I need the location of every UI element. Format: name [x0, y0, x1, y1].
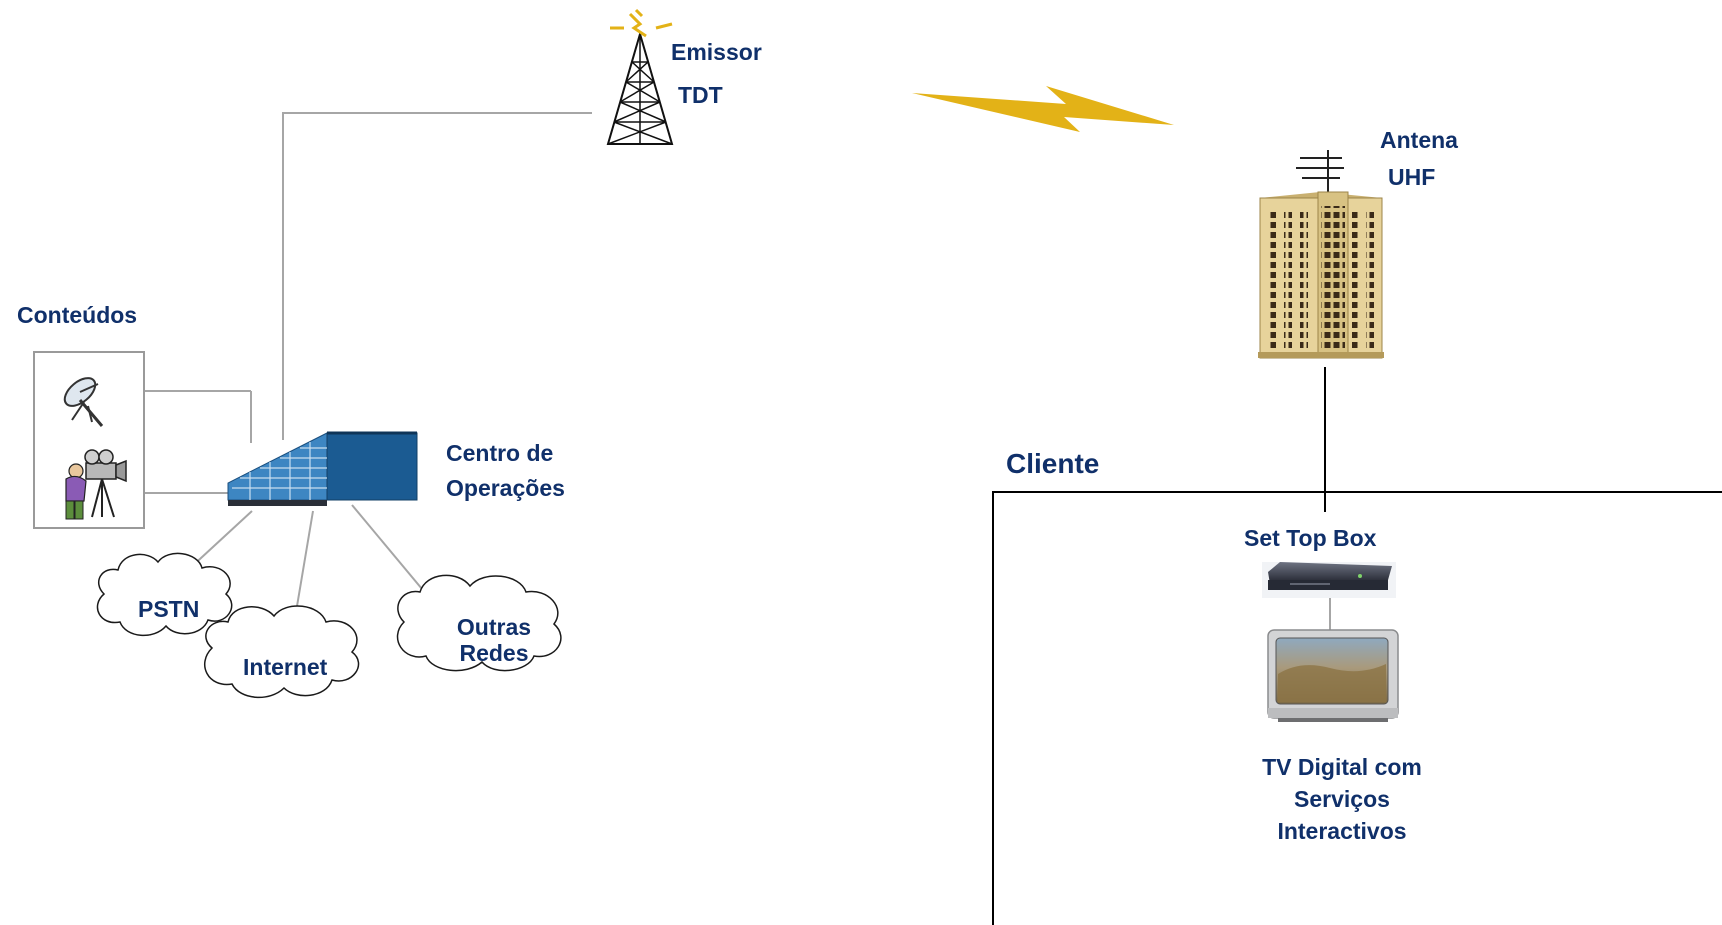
centro-label-line2: Operações [446, 475, 565, 501]
emissor-label-line2: TDT [678, 82, 723, 108]
tv-label-line2: Serviços [1294, 786, 1390, 812]
operations-building-icon [227, 431, 418, 506]
internet-cloud [203, 605, 360, 699]
pstn-cloud [96, 552, 233, 636]
centro-label-line1: Centro de [446, 440, 554, 466]
link-center-to-emissor [282, 112, 592, 440]
antenna-building-icon [1258, 150, 1384, 359]
cliente-label: Cliente [1006, 448, 1100, 479]
internet-label: Internet [243, 654, 328, 680]
outras-redes-cloud [396, 574, 562, 672]
tv-label-line1: TV Digital com [1262, 754, 1422, 780]
satellite-dish-icon [63, 377, 104, 427]
pstn-label: PSTN [138, 596, 200, 622]
link-center-to-internet [293, 510, 314, 625]
antena-label-line2: UHF [1388, 164, 1436, 190]
conteudos-label: Conteúdos [17, 302, 138, 328]
set-top-box-icon [1262, 562, 1396, 598]
emissor-label-line1: Emissor [671, 39, 762, 65]
antena-label-line1: Antena [1380, 127, 1458, 153]
outras-label-line1: Outras [456, 614, 532, 640]
link-center-to-pstn [187, 510, 253, 571]
radio-tower-icon [606, 8, 674, 145]
client-frame [992, 491, 1722, 925]
camera-operator-icon [65, 449, 127, 520]
link-lines [145, 112, 1331, 634]
lightning-bolt-icon [912, 86, 1174, 132]
link-center-to-outras [351, 504, 433, 602]
tv-label-line3: Interactivos [1277, 818, 1407, 844]
outras-label-line2: Redes [459, 640, 529, 666]
set-top-box-label: Set Top Box [1244, 525, 1377, 551]
television-icon [1267, 629, 1399, 722]
client-lines [992, 367, 1722, 925]
